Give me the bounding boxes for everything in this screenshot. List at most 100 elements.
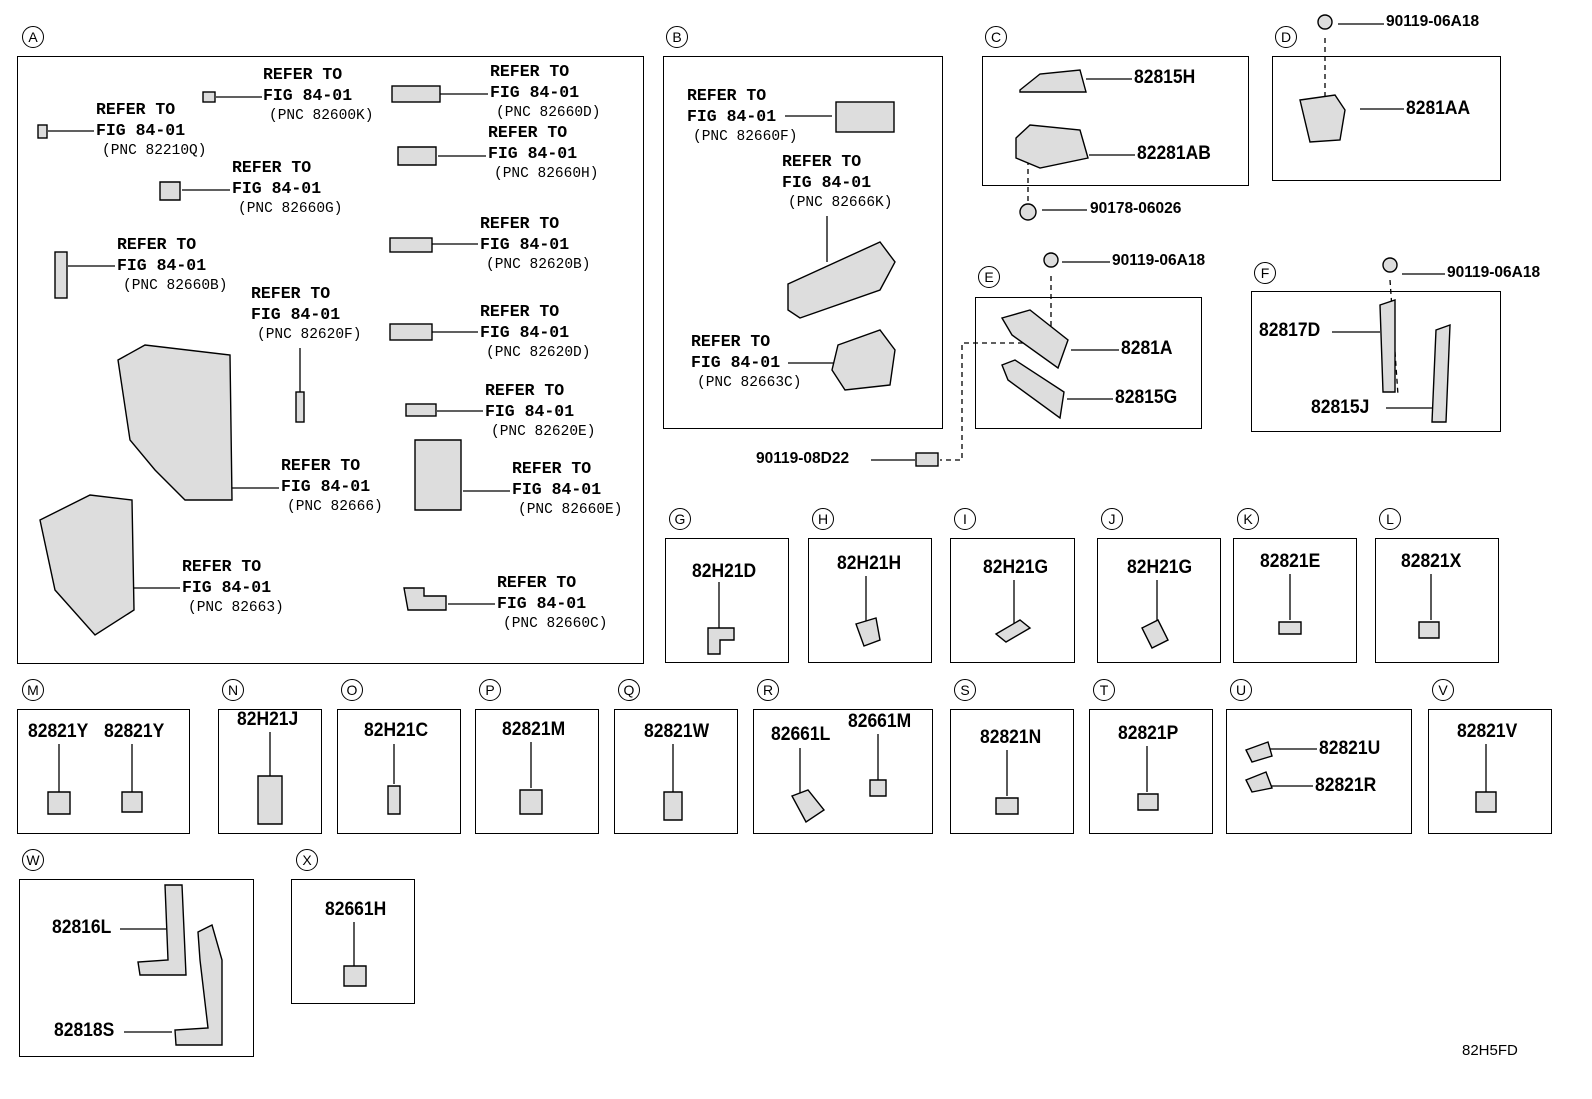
part-82821n: 82821N — [980, 727, 1042, 748]
clip-82821p-icon — [1137, 793, 1159, 811]
part-90119-06a18-e: 90119-06A18 — [1112, 252, 1206, 269]
section-label-a: A — [22, 26, 44, 48]
connector-82620b-icon — [389, 237, 433, 253]
part-82661l: 82661L — [771, 724, 831, 745]
section-s-frame — [950, 709, 1074, 834]
clip-82h21j-icon — [257, 775, 283, 825]
section-label-r: R — [757, 679, 779, 701]
section-q-frame — [614, 709, 738, 834]
section-l-frame — [1375, 538, 1499, 663]
bracket-8281aa-icon — [1299, 94, 1346, 143]
bracket-82815h-icon — [1019, 69, 1087, 93]
section-d-frame — [1272, 56, 1501, 181]
connector-82620e-icon — [405, 403, 437, 417]
connector-82660g-icon — [159, 181, 181, 201]
section-label-u: U — [1230, 679, 1252, 701]
clip-82661h-icon — [343, 965, 367, 987]
part-82818s: 82818S — [54, 1020, 115, 1041]
section-a-frame — [17, 56, 644, 664]
section-n-frame — [218, 709, 322, 834]
part-90178-06026: 90178-06026 — [1090, 200, 1182, 217]
junction-block-82666-icon — [117, 344, 233, 501]
part-90119-08d22: 90119-08D22 — [756, 450, 850, 467]
clip-82821n-icon — [995, 797, 1019, 815]
section-label-d: D — [1275, 26, 1297, 48]
section-w-frame — [19, 879, 254, 1057]
part-82815h: 82815H — [1134, 67, 1196, 88]
part-82821w: 82821W — [644, 721, 710, 742]
bracket-82666k-icon — [787, 241, 896, 319]
section-p-frame — [475, 709, 599, 834]
part-82821y-2: 82821Y — [104, 721, 165, 742]
bracket-82818s-icon — [174, 923, 223, 1046]
section-label-j: J — [1101, 508, 1123, 530]
section-label-c: C — [985, 26, 1007, 48]
section-label-f: F — [1254, 262, 1276, 284]
part-82h21g-j: 82H21G — [1127, 557, 1193, 578]
part-82821v: 82821V — [1457, 721, 1518, 742]
clip-82821e-icon — [1278, 621, 1302, 635]
section-m-frame — [17, 709, 190, 834]
section-f-frame — [1251, 291, 1501, 432]
clip-82821w-icon — [663, 791, 683, 821]
bracket-8281a-icon — [1000, 309, 1069, 370]
section-label-q: Q — [618, 679, 640, 701]
part-8281ab: 82281AB — [1137, 143, 1211, 164]
section-b-frame — [663, 56, 943, 429]
section-u-frame — [1226, 709, 1412, 834]
part-82817d: 82817D — [1259, 320, 1321, 341]
part-82821e: 82821E — [1260, 551, 1321, 572]
part-82h21g-i: 82H21G — [983, 557, 1049, 578]
connector-82620d-icon — [389, 323, 433, 341]
bolt-90119-08d22-icon — [915, 452, 939, 467]
section-label-n: N — [222, 679, 244, 701]
part-82h21d: 82H21D — [692, 561, 757, 582]
clip-82821y-2-icon — [121, 791, 143, 813]
section-o-frame — [337, 709, 461, 834]
connector-82660b-icon — [54, 251, 68, 299]
connector-82210q-icon — [37, 124, 48, 139]
section-label-k: K — [1237, 508, 1259, 530]
section-k-frame — [1233, 538, 1357, 663]
section-v-frame — [1428, 709, 1552, 834]
section-label-e: E — [978, 266, 1000, 288]
dashed-leaders — [940, 38, 1399, 461]
connector-82660h-icon — [397, 146, 437, 166]
leader-lines — [48, 23, 1487, 1033]
part-82815j: 82815J — [1311, 397, 1370, 418]
part-82821u: 82821U — [1319, 738, 1381, 759]
section-label-h: H — [812, 508, 834, 530]
section-label-l: L — [1379, 508, 1401, 530]
part-82h21c: 82H21C — [364, 720, 429, 741]
section-label-x: X — [296, 849, 318, 871]
part-90119-06a18-d: 90119-06A18 — [1386, 13, 1480, 30]
section-label-v: V — [1432, 679, 1454, 701]
clip-82h21g-i-icon — [994, 619, 1032, 643]
section-r-frame — [753, 709, 933, 834]
section-x-frame — [291, 879, 415, 1004]
section-label-p: P — [479, 679, 501, 701]
bracket-82816l-icon — [137, 884, 187, 976]
clip-82821v-icon — [1475, 791, 1497, 813]
clip-82821r-icon — [1245, 771, 1273, 793]
clip-82661m-icon — [869, 779, 887, 797]
section-c-frame — [982, 56, 1249, 186]
part-82h21j: 82H21J — [237, 709, 299, 730]
clip-90178-06026-icon — [1019, 203, 1037, 221]
section-i-frame — [950, 538, 1075, 663]
section-t-frame — [1089, 709, 1213, 834]
